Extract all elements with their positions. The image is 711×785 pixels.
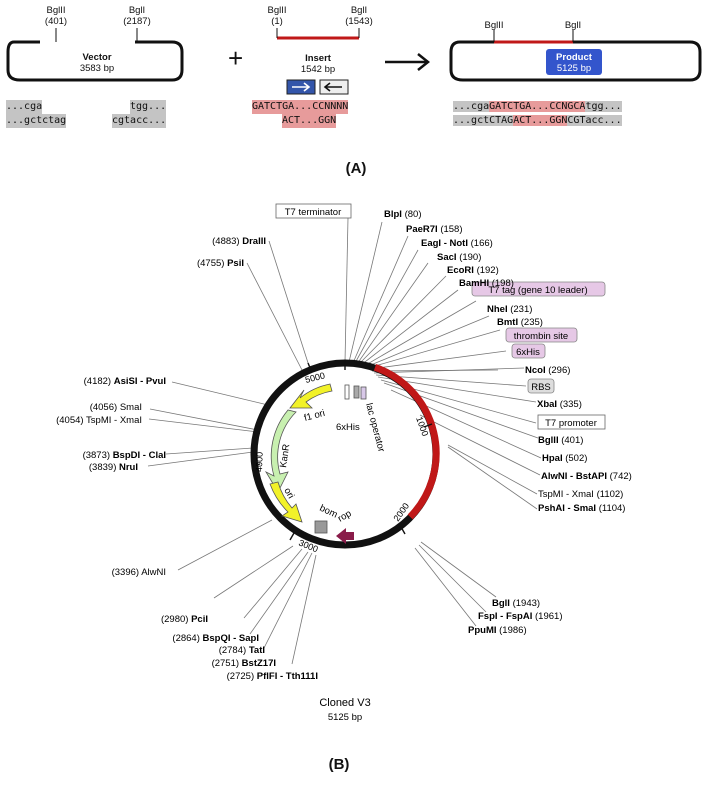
vector-seq-bot-right: cgtacc... <box>112 114 167 128</box>
box-6xhis: 6xHis <box>516 347 540 358</box>
svg-text:BglI (1943): BglI (1943) <box>492 598 540 609</box>
right-site-labels: BlpI (80) PaeR7I (158) EagI - NotI (166)… <box>384 209 632 636</box>
svg-text:(4182) AsiSI - PvuI: (4182) AsiSI - PvuI <box>84 376 166 387</box>
svg-text:EagI - NotI (166): EagI - NotI (166) <box>421 238 493 249</box>
product-badge <box>546 49 602 75</box>
insert-site1-label: BglII(1) <box>267 5 287 27</box>
svg-text:NcoI (296): NcoI (296) <box>525 365 570 376</box>
product-seq-bot: ...gctCTAGACT...GGNCGTacc... <box>453 115 622 126</box>
feature-6xhis: 6xHis <box>336 422 360 433</box>
feature-ori: ori <box>281 486 296 501</box>
svg-text:(3839) NruI: (3839) NruI <box>89 462 138 473</box>
rop-feature <box>336 528 354 544</box>
svg-text:FspI - FspAI (1961): FspI - FspAI (1961) <box>478 611 562 622</box>
box-thrombin-site: thrombin site <box>514 331 568 342</box>
vector-name: Vector <box>82 52 112 63</box>
svg-text:(2784) TatI: (2784) TatI <box>219 645 265 656</box>
insert-site2-label: BglI(1543) <box>345 5 373 27</box>
product-site2-label: BglI <box>564 20 582 31</box>
svg-text:(4755) PsiI: (4755) PsiI <box>197 258 244 269</box>
tick-4000: 4000 <box>254 452 265 472</box>
plasmid-insert-arc <box>373 363 440 520</box>
plasmid-map: 1000 2000 3000 4000 5000 f1 ori KanR ori… <box>56 203 632 723</box>
vector-site1-label: BglII(401) <box>44 5 68 27</box>
svg-text:(2980) PciI: (2980) PciI <box>161 614 208 625</box>
feature-f1-ori: f1 ori <box>303 408 326 424</box>
svg-text:PaeR7I (158): PaeR7I (158) <box>406 224 463 235</box>
left-site-labels: (2725) PflFI - Tth111I (2751) BstZ17I (2… <box>56 236 318 682</box>
f1-ori-feature <box>289 383 333 409</box>
feature-bom: bom <box>318 503 339 521</box>
svg-text:(2864) BspQI - SapI: (2864) BspQI - SapI <box>172 633 259 644</box>
svg-text:BglII (401): BglII (401) <box>538 435 583 446</box>
product-seq-top: ...cgaGATCTGA...CCNGCAtgg... <box>453 101 622 112</box>
bom-feature <box>314 520 328 534</box>
panel-a-label: (A) <box>345 160 367 177</box>
plasmid-size: 5125 bp <box>328 712 362 723</box>
box-rbs: RBS <box>531 382 551 393</box>
svg-text:(3873) BspDI - ClaI: (3873) BspDI - ClaI <box>83 450 166 461</box>
svg-text:BlpI (80): BlpI (80) <box>384 209 422 220</box>
svg-text:SacI (190): SacI (190) <box>437 252 481 263</box>
svg-text:EcoRI (192): EcoRI (192) <box>447 265 499 276</box>
product-size: 5125 bp <box>556 63 592 74</box>
svg-text:PpuMI (1986): PpuMI (1986) <box>468 625 527 636</box>
svg-text:TspMI - XmaI (1102): TspMI - XmaI (1102) <box>538 489 623 500</box>
plasmid-name: Cloned V3 <box>319 697 370 709</box>
svg-text:(2725) PflFI - Tth111I: (2725) PflFI - Tth111I <box>227 671 318 682</box>
svg-text:(4883) DraIII: (4883) DraIII <box>212 236 266 247</box>
vector-seq-top-left: ...cga <box>6 100 43 114</box>
insert-seq-top: GATCTGA...CCNNNN <box>252 100 349 114</box>
svg-text:(2751) BstZ17I: (2751) BstZ17I <box>212 658 276 669</box>
svg-text:BmtI (235): BmtI (235) <box>497 317 543 328</box>
insert-name: Insert <box>305 53 331 64</box>
box-t7-terminator: T7 terminator <box>285 207 342 218</box>
vector-site2-label: BglI(2187) <box>123 5 151 27</box>
svg-text:(4054) TspMI - XmaI: (4054) TspMI - XmaI <box>56 415 142 426</box>
svg-text:XbaI (335): XbaI (335) <box>537 399 582 410</box>
lac-operator-feature <box>360 386 367 400</box>
svg-text:PshAI - SmaI (1104): PshAI - SmaI (1104) <box>538 503 625 514</box>
svg-text:HpaI (502): HpaI (502) <box>542 453 587 464</box>
ori-feature <box>269 481 303 523</box>
vector-seq-bot-left: ...gctctag <box>6 114 67 128</box>
insert-seq-bot: ACT...GGN <box>282 114 337 128</box>
svg-text:AlwNI - BstAPI (742): AlwNI - BstAPI (742) <box>541 471 632 482</box>
vector-backbone <box>6 40 184 82</box>
tick-5000: 5000 <box>304 370 326 385</box>
vector-size: 3583 bp <box>79 63 115 74</box>
product-backbone <box>449 40 702 82</box>
svg-text:BamHI (198): BamHI (198) <box>459 278 514 289</box>
box-t7-tag: T7 tag (gene 10 leader) <box>488 285 587 296</box>
panel-a-graphics <box>6 28 702 95</box>
insert-size: 1542 bp <box>300 64 336 75</box>
svg-text:(4056) SmaI: (4056) SmaI <box>90 402 142 413</box>
svg-text:NheI (231): NheI (231) <box>487 304 532 315</box>
feature-kanr: KanR <box>278 443 292 468</box>
box-t7-promoter: T7 promoter <box>545 418 597 429</box>
vector-seq-top-right: tgg... <box>130 100 167 114</box>
product-name: Product <box>556 52 592 63</box>
product-site1-label: BglII <box>484 20 504 31</box>
feature-lac-operator: lac operator <box>363 402 387 453</box>
plus-sign: + <box>228 43 244 73</box>
kanr-feature <box>264 409 297 493</box>
svg-text:(3396) AlwNI: (3396) AlwNI <box>112 567 166 578</box>
panel-b-label: (B) <box>328 756 350 773</box>
6xhis-feature <box>353 385 360 399</box>
